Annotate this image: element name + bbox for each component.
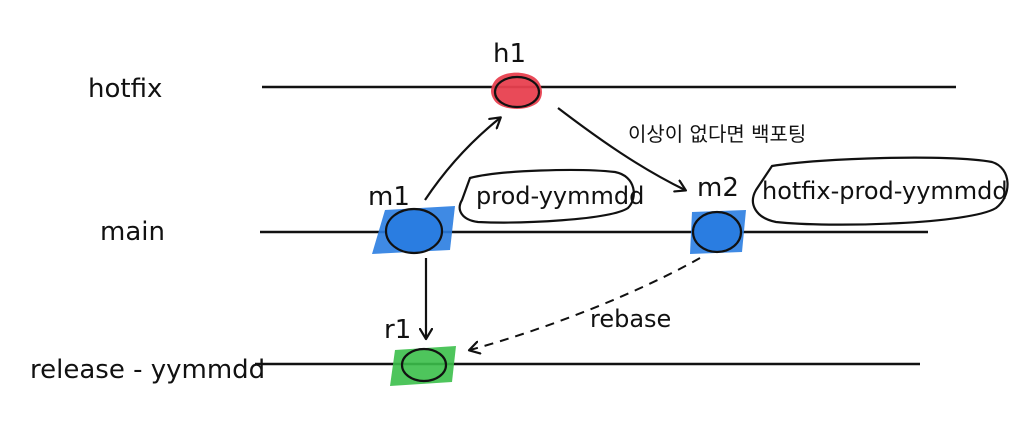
- branch-label-release: release - yymmdd: [30, 355, 265, 385]
- backport-note: 이상이 없다면 백포팅: [628, 122, 806, 146]
- arrow-h1-to-m2: [557, 107, 685, 190]
- tag-m2: hotfix-prod-yymmdd: [751, 156, 1009, 226]
- rebase-label: rebase: [590, 305, 671, 333]
- commit-label-m1: m1: [368, 182, 410, 212]
- arrow-m1-to-h1: [424, 118, 500, 201]
- commit-m2: m2: [690, 173, 746, 254]
- commit-label-r1: r1: [384, 315, 411, 345]
- commit-m1: m1: [368, 182, 455, 255]
- branch-label-hotfix: hotfix: [88, 74, 162, 104]
- commit-label-h1: h1: [493, 39, 526, 69]
- commit-h1: h1: [491, 39, 542, 109]
- commit-r1: r1: [384, 315, 456, 386]
- arrow-rebase: [470, 257, 701, 350]
- tag-text-m2: hotfix-prod-yymmdd: [762, 177, 1008, 205]
- branch-label-main: main: [100, 217, 165, 247]
- tag-text-m1: prod-yymmdd: [476, 182, 644, 210]
- commit-label-m2: m2: [697, 173, 739, 203]
- tag-m1: prod-yymmdd: [458, 168, 644, 224]
